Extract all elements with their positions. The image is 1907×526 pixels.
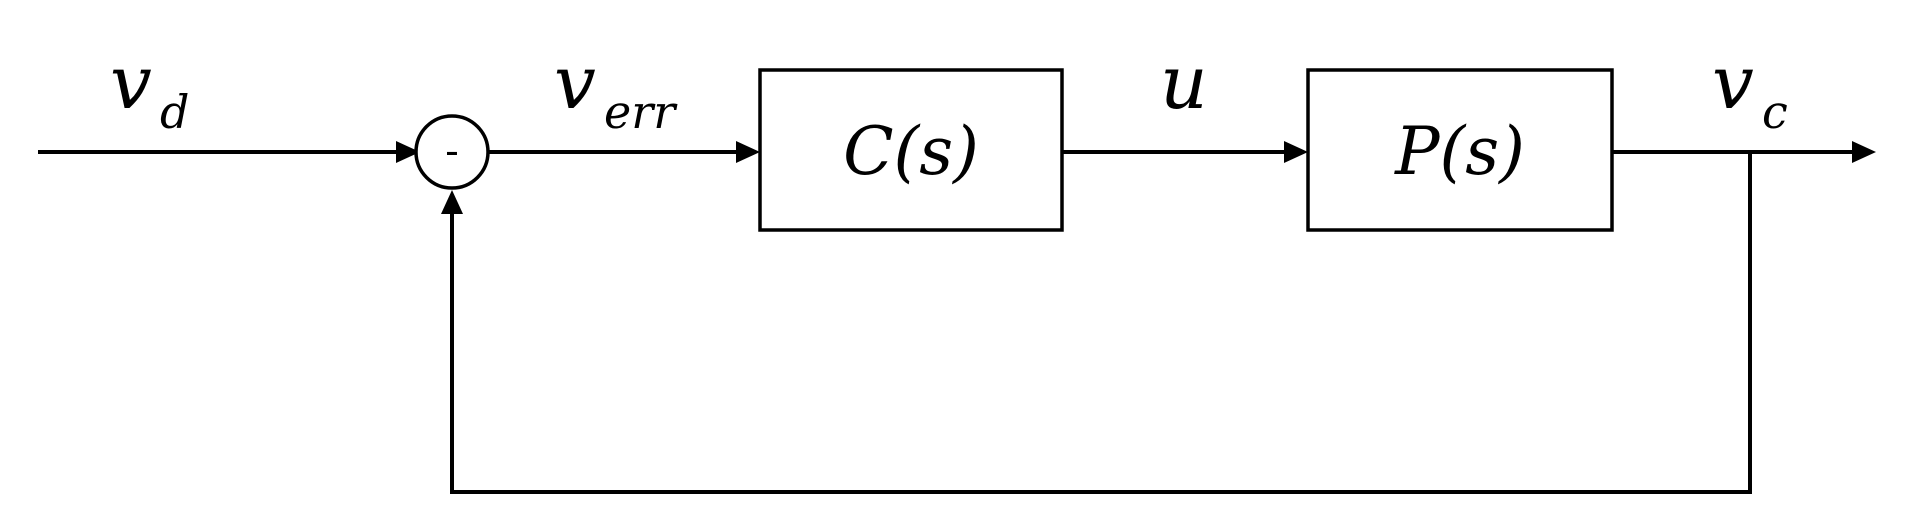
output-signal-label: v c: [1712, 40, 1788, 139]
svg-text:err: err: [604, 85, 678, 139]
controller-label: C(s): [843, 113, 979, 190]
control-signal-label: u: [1160, 40, 1208, 126]
svg-text:v: v: [1712, 40, 1754, 126]
reference-signal-label: v d: [110, 40, 189, 139]
controller-block: [758, 68, 1064, 232]
plant-block: [1306, 68, 1614, 232]
error-label-sub: err: [604, 85, 678, 139]
svg-text:c: c: [1762, 85, 1788, 139]
summing-sign: -: [445, 129, 459, 173]
svg-text:u: u: [1160, 40, 1208, 126]
output-label-sub: c: [1762, 85, 1788, 139]
error-label-main: v: [554, 40, 596, 126]
feedback-wire: [450, 152, 1752, 494]
input-arrowhead: [396, 141, 420, 163]
svg-text:d: d: [160, 85, 189, 139]
error-signal-label: v err: [554, 40, 678, 139]
error-arrowhead: [736, 141, 760, 163]
control-label-main: u: [1160, 40, 1208, 126]
plant-label: P(s): [1394, 113, 1525, 190]
control-arrowhead: [1284, 141, 1308, 163]
output-arrowhead: [1852, 141, 1876, 163]
output-label-main: v: [1712, 40, 1754, 126]
svg-text:v: v: [110, 40, 152, 126]
svg-text:v: v: [554, 40, 596, 126]
feedback-arrowhead: [441, 190, 463, 214]
reference-label-main: v: [110, 40, 152, 126]
reference-label-sub: d: [160, 85, 189, 139]
